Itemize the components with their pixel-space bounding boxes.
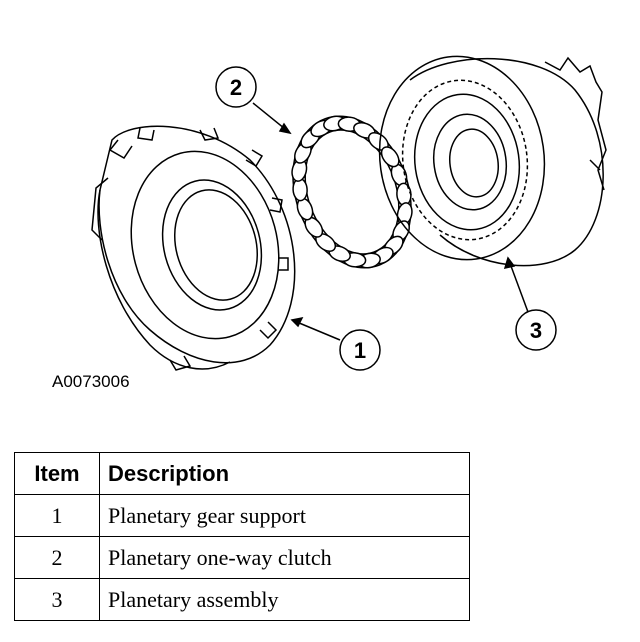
row-item: 1 (14, 494, 100, 537)
svg-text:3: 3 (530, 318, 542, 343)
table-row: 1 Planetary gear support (14, 494, 470, 537)
leader-lines (252, 102, 529, 341)
planetary-gear-support-illustration (91, 125, 296, 371)
figure-id-label: A0073006 (52, 372, 130, 391)
row-item: 2 (14, 536, 100, 579)
clutch-roller (292, 177, 308, 202)
row-description: Planetary assembly (99, 578, 470, 621)
table-row: 3 Planetary assembly (14, 578, 470, 621)
svg-text:2: 2 (230, 75, 242, 100)
callout-1: 1 (339, 329, 381, 371)
row-description: Planetary gear support (99, 494, 470, 537)
table-row: 2 Planetary one-way clutch (14, 536, 470, 579)
row-item: 3 (14, 578, 100, 621)
callout-3: 3 (515, 309, 557, 351)
planetary-one-way-clutch-illustration (291, 115, 413, 269)
clutch-roller (396, 182, 412, 207)
header-item: Item (14, 452, 100, 495)
clutch-roller (380, 146, 400, 168)
row-description: Planetary one-way clutch (99, 536, 470, 579)
header-description: Description (99, 452, 470, 495)
exploded-parts-diagram: 2 1 3 (91, 55, 607, 371)
callout-2: 2 (215, 66, 257, 108)
table-header-row: Item Description (14, 452, 470, 495)
parts-table: Item Description 1 Planetary gear suppor… (14, 452, 470, 621)
svg-text:1: 1 (354, 338, 366, 363)
